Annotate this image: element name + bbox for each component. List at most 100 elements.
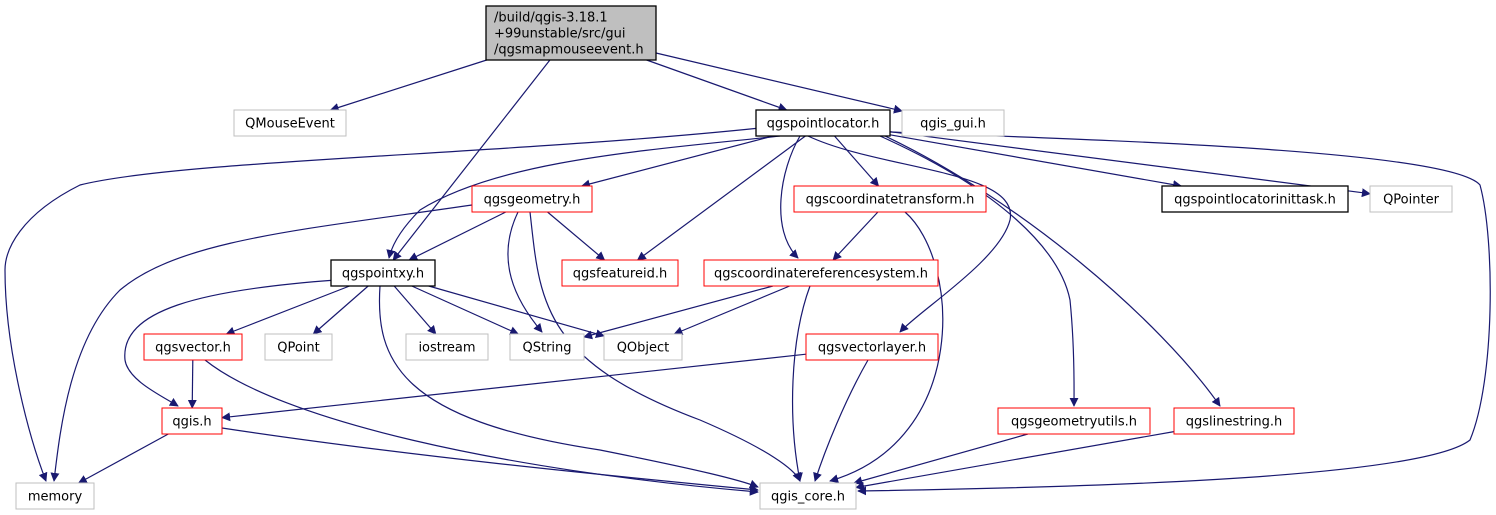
edge-qgspointxy-to-qobject: [428, 285, 605, 339]
node-label-qmouseevent: QMouseEvent: [245, 117, 335, 132]
node-qstring: QString: [509, 333, 585, 361]
edge-root-to-qmouseevent: [329, 59, 487, 112]
nodes-layer: /build/qgis-3.18.1+99unstable/src/gui/qg…: [15, 5, 1453, 510]
node-box-root: [485, 5, 657, 61]
node-label-qobject: QObject: [617, 341, 670, 356]
node-label-root-line-2: +99unstable/src/gui: [494, 27, 625, 42]
node-label-qgspointlocator: qgspointlocator.h: [767, 117, 880, 132]
edge-qgspointlocator-to-qpointer: [889, 131, 1371, 198]
edge-qgsgeometry-to-qgspointxy: [408, 211, 507, 261]
node-qgscoordinatetransform[interactable]: qgscoordinatetransform.h: [793, 185, 987, 213]
node-box-qgsgeometry: [471, 185, 593, 213]
node-label-qgsvectorlayer: qgsvectorlayer.h: [818, 341, 926, 356]
edge-qgspointxy-to-iostream: [393, 285, 437, 335]
edge-qgsgeometry-to-memory: [50, 204, 473, 482]
edge-qgspointxy-to-qgis: [124, 279, 337, 407]
edge-qgscoordinatereferencesystem-to-qobject: [673, 285, 790, 336]
node-box-qgis_core: [759, 482, 857, 510]
edge-qgsgeometry-to-qstring: [507, 211, 543, 333]
node-qgsvectorlayer[interactable]: qgsvectorlayer.h: [805, 333, 939, 361]
node-qgspointlocatorinittask[interactable]: qgspointlocatorinittask.h: [1161, 185, 1349, 213]
node-box-iostream: [405, 333, 489, 361]
edge-root-to-qgis_gui: [655, 52, 903, 114]
node-box-qgspointxy: [330, 259, 436, 287]
edge-qgspointlocator-to-qgsvectorlayer: [807, 135, 1011, 333]
node-label-qpoint: QPoint: [277, 341, 320, 356]
edge-root-to-qgspointxy: [392, 59, 551, 261]
node-box-qstring: [509, 333, 585, 361]
node-box-qgscoordinatetransform: [793, 185, 987, 213]
node-qpointer: QPointer: [1369, 185, 1453, 213]
node-box-qgspointlocatorinittask: [1161, 185, 1349, 213]
node-qgslinestring[interactable]: qgslinestring.h: [1173, 407, 1295, 435]
edge-qgscoordinatereferencesystem-to-qgis_core: [791, 285, 811, 482]
edge-qgspointlocator-to-qgspointxy: [386, 135, 781, 259]
node-qmouseevent: QMouseEvent: [233, 109, 347, 137]
edge-qgspointlocator-to-qgis_core: [857, 131, 1491, 496]
node-qgspointxy[interactable]: qgspointxy.h: [330, 259, 436, 287]
node-qgis_core: qgis_core.h: [759, 482, 857, 510]
node-box-qgsfeatureid: [561, 259, 679, 287]
edge-qgspointlocator-to-qgscoordinatetransform: [834, 135, 880, 187]
node-label-qgsgeometryutils: qgsgeometryutils.h: [1011, 415, 1137, 430]
node-box-qgslinestring: [1173, 407, 1295, 435]
node-label-root-line-3: /qgsmapmouseevent.h: [494, 43, 644, 58]
node-qgsvector[interactable]: qgsvector.h: [143, 333, 243, 361]
node-label-qpointer: QPointer: [1383, 193, 1440, 208]
edge-qgslinestring-to-qgis_core: [855, 431, 1175, 491]
node-box-qgis_gui: [901, 109, 1005, 137]
node-label-qgsfeatureid: qgsfeatureid.h: [573, 267, 667, 282]
edge-qgspointxy-to-qstring: [411, 285, 520, 335]
edge-qgsgeometryutils-to-qgis_core: [853, 433, 1029, 486]
edge-qgspointxy-to-qpoint: [312, 285, 369, 335]
edge-qgsvector-to-qgis_core: [204, 359, 759, 496]
node-box-qpointer: [1369, 185, 1453, 213]
node-label-qgis_gui: qgis_gui.h: [920, 117, 986, 132]
edge-qgspointxy-to-qgis_core: [378, 285, 759, 489]
node-label-qgis: qgis.h: [172, 415, 211, 430]
node-qgscoordinatereferencesystem[interactable]: qgscoordinatereferencesystem.h: [703, 259, 939, 287]
edge-qgspointlocator-to-qgslinestring: [884, 135, 1221, 407]
node-qgspointlocator[interactable]: qgspointlocator.h: [755, 109, 891, 137]
node-qgis[interactable]: qgis.h: [161, 407, 223, 435]
edges-layer: [4, 52, 1491, 496]
node-label-qgsvector: qgsvector.h: [155, 341, 231, 356]
edge-qgspointlocator-to-qgscoordinatereferencesystem: [780, 135, 801, 259]
node-box-qmouseevent: [233, 109, 347, 137]
node-label-qstring: QString: [522, 341, 571, 356]
edge-qgspointlocator-to-qgspointlocatorinittask: [889, 134, 1182, 190]
node-box-memory: [15, 482, 95, 510]
edge-qgspointlocator-to-qgsgeometryutils: [879, 135, 1079, 407]
edge-qgscoordinatetransform-to-qgscoordinatereferencesystem: [832, 211, 879, 261]
node-box-qgsgeometryutils: [997, 407, 1151, 435]
node-label-qgspointxy: qgspointxy.h: [342, 267, 424, 282]
node-label-iostream: iostream: [418, 341, 475, 356]
edge-qgis-to-memory: [77, 433, 169, 484]
edge-qgspointlocator-to-qgsfeatureid: [636, 135, 806, 261]
node-label-qgslinestring: qgslinestring.h: [1186, 415, 1282, 430]
edge-qgsvectorlayer-to-qgis: [221, 353, 807, 422]
node-box-qgscoordinatereferencesystem: [703, 259, 939, 287]
node-qgsgeometry[interactable]: qgsgeometry.h: [471, 185, 593, 213]
node-label-root-line-1: /build/qgis-3.18.1: [494, 11, 608, 26]
edge-qgsgeometry-to-qgis_core: [529, 211, 801, 482]
edge-qgspointlocator-to-qgsgeometry: [580, 135, 774, 189]
edge-qgis-to-qgis_core: [221, 427, 759, 494]
node-qgis_gui: qgis_gui.h: [901, 109, 1005, 137]
node-qgsfeatureid[interactable]: qgsfeatureid.h: [561, 259, 679, 287]
edge-qgsgeometry-to-qgsfeatureid: [547, 211, 606, 261]
node-label-qgscoordinatereferencesystem: qgscoordinatereferencesystem.h: [714, 267, 928, 282]
node-qobject: QObject: [603, 333, 683, 361]
node-label-memory: memory: [28, 490, 83, 505]
node-memory: memory: [15, 482, 95, 510]
node-qgsgeometryutils[interactable]: qgsgeometryutils.h: [997, 407, 1151, 435]
node-root[interactable]: /build/qgis-3.18.1+99unstable/src/gui/qg…: [485, 5, 657, 61]
edge-qgscoordinatereferencesystem-to-qstring: [583, 285, 774, 340]
node-box-qobject: [603, 333, 683, 361]
node-label-qgscoordinatetransform: qgscoordinatetransform.h: [806, 193, 975, 208]
edge-qgsvectorlayer-to-qgis_core: [813, 359, 869, 482]
node-qpoint: QPoint: [264, 333, 333, 361]
edge-qgscoordinatetransform-to-qgis_core: [829, 211, 944, 484]
node-iostream: iostream: [405, 333, 489, 361]
